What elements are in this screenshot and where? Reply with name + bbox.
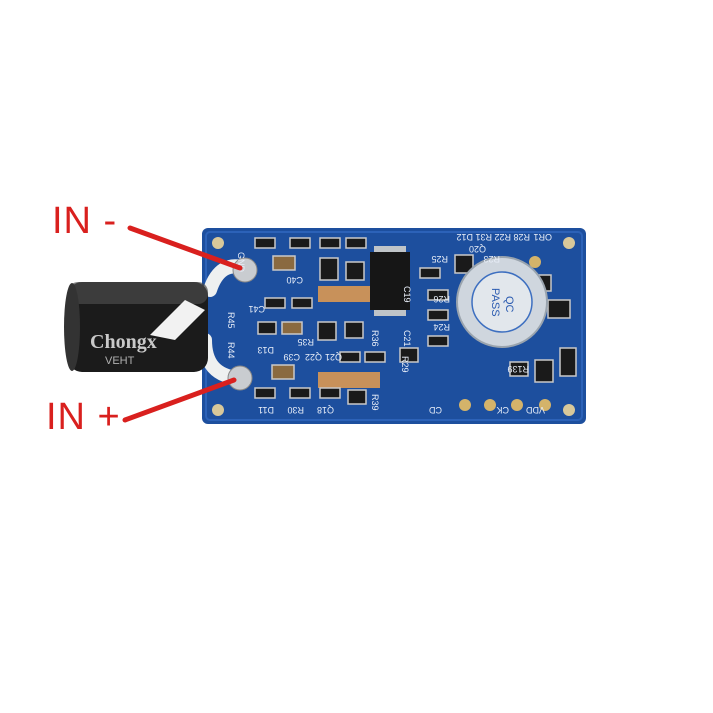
- silkscreen-labels: GND C40 C41 R45 R44 D13 R35 C39 Q22 Q21 …: [226, 232, 552, 415]
- capacitor-series: VEHT: [105, 355, 135, 367]
- label-d11: D11: [258, 405, 274, 415]
- label-vdd: VDD: [525, 405, 545, 415]
- callout-line-negative: [127, 225, 243, 271]
- callout-in-positive: IN +: [46, 396, 121, 438]
- label-cd: CD: [429, 405, 442, 415]
- label-r29: R29: [400, 356, 410, 373]
- label-r45: R45: [226, 312, 236, 329]
- electrolytic-capacitor: Chongx VEHT: [64, 282, 208, 372]
- mounting-hole: [563, 404, 575, 416]
- callout-line-positive: [122, 377, 237, 423]
- label-q21: Q21: [325, 352, 342, 362]
- mounting-hole: [212, 237, 224, 249]
- copper-pad: [318, 372, 380, 388]
- mounting-hole: [212, 404, 224, 416]
- ic-chip: [370, 252, 410, 310]
- label-r26: R26: [433, 294, 450, 304]
- label-c19: C19: [402, 286, 412, 303]
- qc-sticker-line1: QC: [503, 296, 515, 313]
- label-ck: CK: [496, 405, 509, 415]
- label-q18: Q18: [317, 405, 334, 415]
- label-c40: C40: [286, 275, 303, 285]
- label-r24: R24: [433, 322, 450, 332]
- label-c39: C39: [283, 352, 300, 362]
- label-r139: R139: [507, 364, 529, 374]
- label-r39: R39: [370, 394, 380, 411]
- solder-joint-gnd: [232, 257, 258, 283]
- qc-sticker-line2: PASS: [489, 288, 501, 317]
- label-q20: Q20: [469, 244, 486, 254]
- label-d13: D13: [257, 345, 274, 355]
- label-q22: Q22: [305, 352, 322, 362]
- label-r36: R36: [370, 330, 380, 347]
- heatshrink: [150, 300, 205, 340]
- label-top-row: R28 R22 R31 D12: [456, 232, 530, 242]
- label-c41: C41: [248, 304, 265, 314]
- copper-pad: [318, 286, 380, 302]
- label-r23: R23: [483, 254, 500, 264]
- solder-joint-vin: [227, 365, 253, 391]
- label-r35: R35: [297, 337, 314, 347]
- smd-components: [254, 237, 577, 405]
- label-c21: C21: [402, 330, 412, 347]
- label-r1: OR1: [533, 232, 552, 242]
- label-gnd: GND: [236, 252, 246, 273]
- mounting-hole: [563, 237, 575, 249]
- callout-in-negative: IN -: [52, 200, 118, 242]
- label-r25: R25: [431, 254, 448, 264]
- capacitor-brand: Chongx: [90, 331, 157, 353]
- label-r44: R44: [226, 342, 236, 359]
- label-r30: R30: [287, 405, 304, 415]
